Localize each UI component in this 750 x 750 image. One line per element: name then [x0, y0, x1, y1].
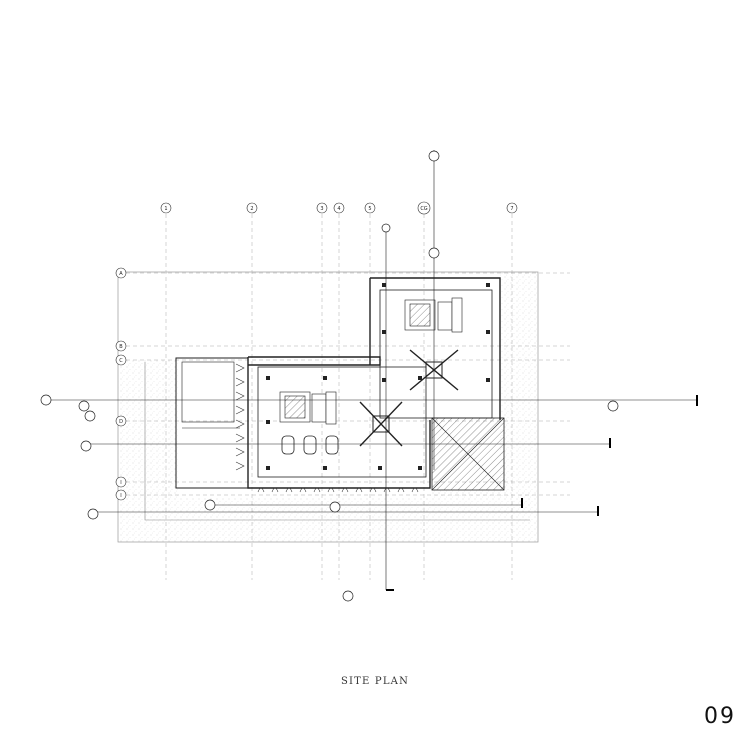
structural-columns [266, 283, 490, 470]
drawing-title: SITE PLAN [340, 676, 410, 687]
grid-column-label: 5 [368, 206, 371, 212]
section-lines [48, 150, 697, 590]
grid-column-bubbles [160, 201, 518, 215]
grid-row-label: I [120, 493, 121, 499]
lounge-seats [281, 435, 339, 455]
grid-row-bubbles [115, 267, 127, 501]
grid-row-label: B [119, 344, 123, 350]
grid-row-label: I [120, 480, 121, 486]
grid-column-label: 3 [320, 206, 323, 212]
grid-row-label: A [119, 271, 123, 277]
grid-column-label: CG [420, 206, 427, 212]
grid-column-label: 2 [250, 206, 253, 212]
building-walls [175, 277, 501, 489]
grid-column-label: 7 [510, 206, 513, 212]
grid-row-label: C [119, 358, 123, 364]
hatched-roof [431, 417, 505, 491]
grid-column-label: 4 [337, 206, 340, 212]
grid-row-label: D [119, 419, 123, 425]
section-markers [40, 150, 619, 602]
page-number: 09 [704, 704, 736, 729]
planting-west [235, 363, 245, 471]
grid-column-label: 1 [164, 206, 167, 212]
planting-south [257, 487, 419, 493]
equipment-upper [404, 297, 463, 333]
section-end-ticks [386, 395, 698, 591]
seating-cluster-lower [359, 401, 403, 447]
grid-lines [126, 214, 570, 580]
equipment-lower [279, 391, 337, 425]
site-boundary [117, 271, 539, 543]
